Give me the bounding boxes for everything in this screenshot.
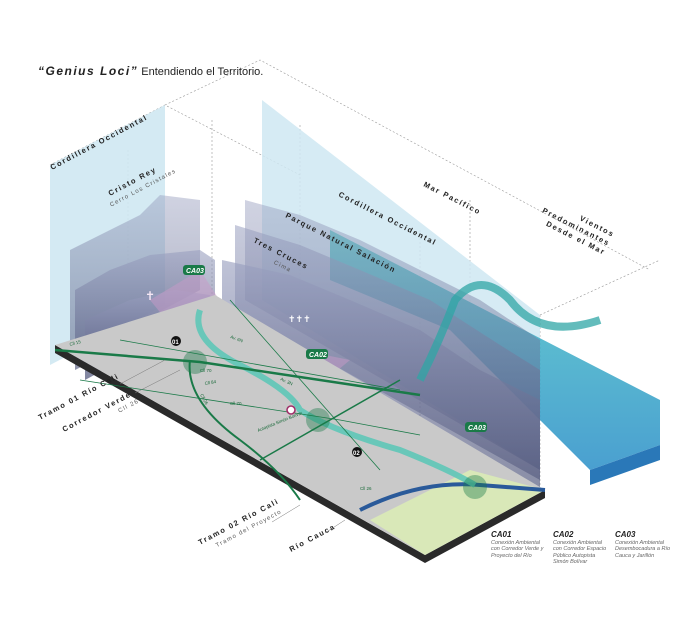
leader-lines (119, 359, 346, 534)
diagram-title: “Genius Loci” Entendiendo el Territorio. (38, 64, 263, 78)
project-location-icon (286, 405, 296, 415)
marker-tramo-02: 02 (352, 447, 362, 457)
road-label: Av. 3N (280, 376, 294, 386)
marker-ca02: CA02 (306, 349, 328, 359)
road-label: Cll 70 (200, 368, 212, 373)
label-group-vientos: Vientos Predominantes Desde el Mar (541, 206, 616, 257)
rio-cali (195, 309, 477, 488)
map-base-side-right (425, 490, 545, 563)
map-base-side (55, 345, 425, 563)
green-corridors (54, 299, 421, 501)
marker-tramo-01: 01 (171, 336, 181, 346)
road-label: Cll 15 (69, 339, 82, 347)
node-ca01 (183, 350, 207, 374)
road-label: Cll 26 (360, 486, 372, 491)
legend-code: CA02 (553, 530, 574, 539)
legend-text: Conexión Ambiental Desembocadura a Río C… (615, 540, 671, 559)
marker-label: CA03 (186, 268, 204, 275)
title-emphasis: “Genius Loci” (38, 64, 139, 78)
cross-icon: ✝ (145, 289, 155, 303)
label-tramo-01: Tramo 01 Río Cali (37, 372, 121, 422)
rural-area (370, 470, 545, 555)
title-rest: Entendiendo el Territorio. (141, 66, 264, 78)
node-ca03 (463, 475, 487, 499)
crosses-icon: ✝✝✝ (288, 314, 311, 324)
legend-text: Conexión Ambiental con Corredor Verde y … (491, 540, 544, 559)
marker-ca03-left: CA03 (183, 265, 205, 275)
road-label: Av. 6N (230, 334, 244, 343)
legend-code: CA03 (615, 530, 636, 539)
road-label: Cll 84 (204, 379, 217, 386)
label-rio-cauca: Río Cauca (288, 522, 337, 554)
marker-label: 02 (353, 451, 360, 457)
marker-label: CA03 (468, 425, 486, 432)
marker-label: 01 (172, 340, 179, 346)
road-label: Cll 70 (230, 401, 242, 406)
wind-arrow-icon (416, 281, 602, 382)
marker-label: CA02 (309, 352, 327, 359)
label-group-tramo-02: Tramo 02 Río Cali Tramo del Proyecto (197, 497, 283, 550)
marker-ca03: CA03 (465, 422, 487, 432)
legend-text: Conexión Ambiental con Corredor Espacio … (553, 540, 607, 565)
legend-code: CA01 (491, 530, 512, 539)
sea-block-side (590, 445, 660, 485)
road-label: Cll 26 (199, 393, 209, 406)
node-ca02 (306, 408, 330, 432)
label-mar-pacifico: Mar Pacífico (422, 180, 483, 217)
